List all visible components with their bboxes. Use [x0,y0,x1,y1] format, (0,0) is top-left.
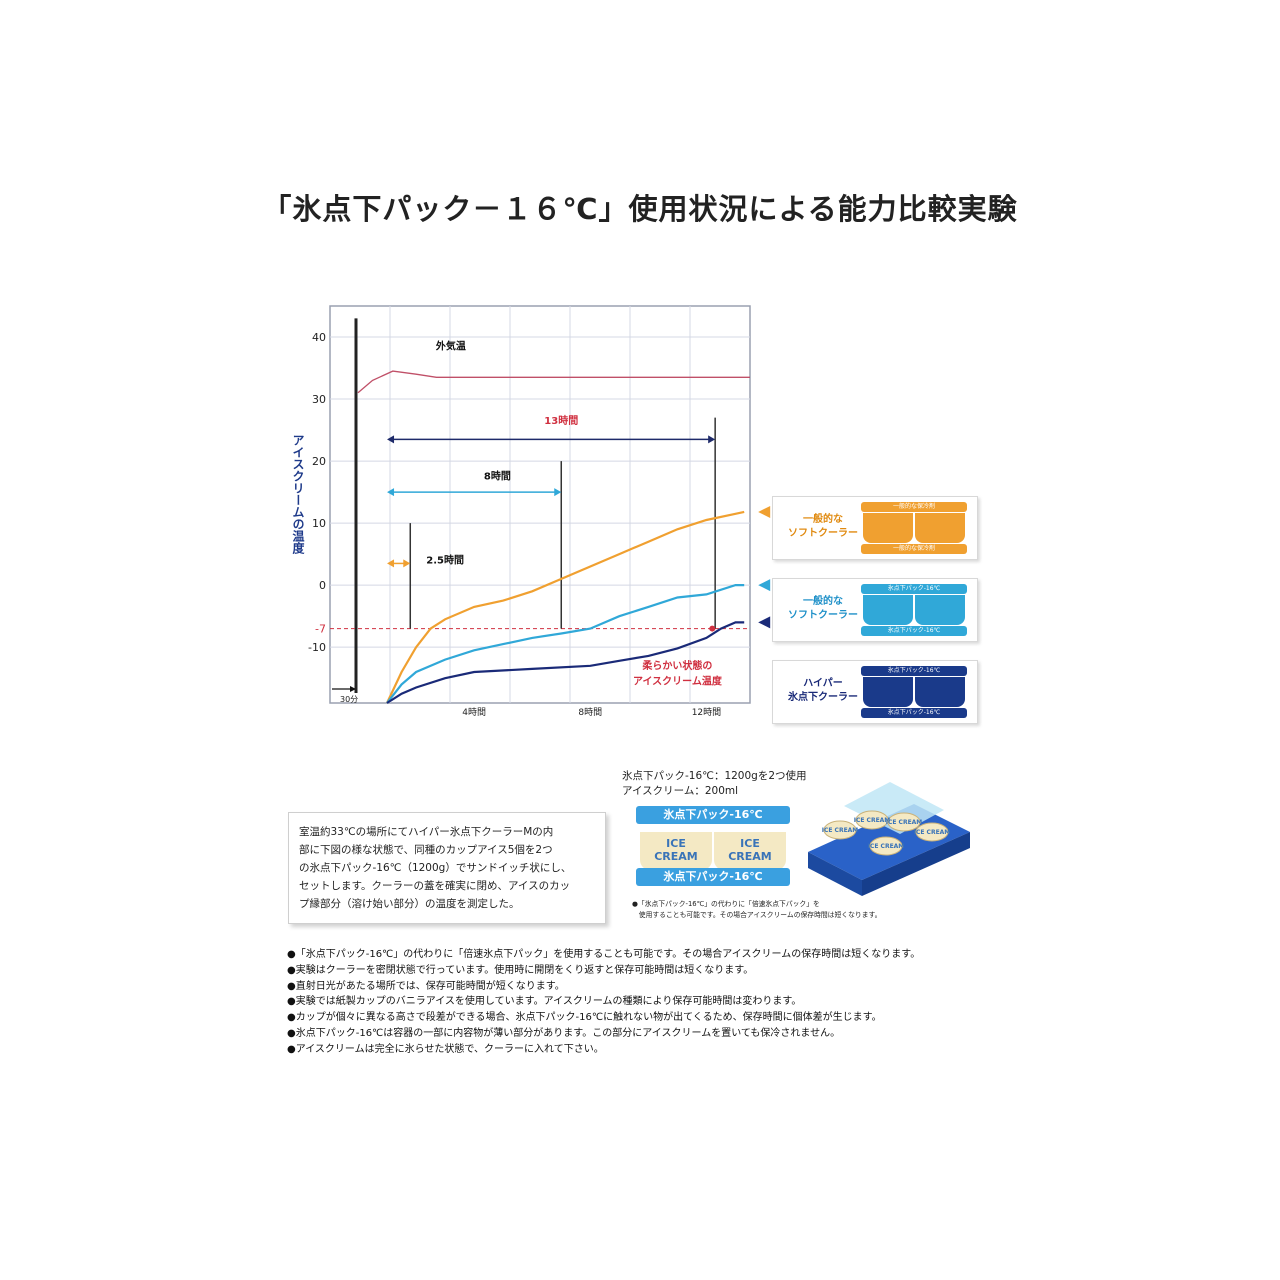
series-line [386,621,745,704]
chart-annotation: アイスクリーム温度 [633,674,723,687]
chart-annotation: 2.5時間 [426,553,464,566]
cup-text: CREAM [728,850,772,863]
cup-label: ICE CREAM [854,817,891,824]
legend-label-line: 氷点下クーラー [788,692,858,703]
legend-item-navy: ハイパー 氷点下クーラー 氷点下パック-16℃ 氷点下パック-16℃ [772,660,978,724]
notes-list: ●「氷点下パック-16℃」の代わりに「倍速氷点下パック」を使用することも可能です… [287,947,1007,1058]
cup-icon [863,595,913,625]
y-axis-label: アイスクリームの温度 [291,434,305,555]
side-note: ●「氷点下パック-16℃」の代わりに「倍速氷点下パック」を 使用することも可能で… [632,899,972,921]
legend-label-line: 一般的な [803,514,843,525]
legend-pack: 氷点下パック-16℃ [861,584,967,594]
page-title: 「氷点下パック－１６℃」使用状況による能力比較実験 [262,192,1018,226]
experiment-description: 室温約33℃の場所にてハイパー氷点下クーラーMの内 部に下図の様な状態で、同種の… [288,812,606,924]
cup-label: ICE CREAM [868,843,905,850]
note-item: ●カップが個々に異なる高さで段差ができる場合、氷点下パック-16℃に触れない物が… [287,1012,882,1024]
condition-pack: 氷点下パック-16℃：1200gを2つ使用 [622,770,807,782]
note-item: ●アイスクリームは完全に氷らせた状態で、クーラーに入れて下さい。 [287,1043,604,1055]
experiment-line: 室温約33℃の場所にてハイパー氷点下クーラーMの内 [299,826,554,838]
temperature-chart: 40 30 20 10 0 -7 -10 アイスクリームの温度 4時間 8時間 12時間 30分 13時… [291,305,771,718]
series-label: 外気温 [435,339,466,352]
y-tick-label: -10 [308,641,326,654]
pack-bar-bottom: 氷点下パック-16℃ [636,868,790,886]
pack-bar-top: 氷点下パック-16℃ [636,806,790,824]
legend-label-line: ソフトクーラー [788,528,858,539]
experiment-line: 部に下図の様な状態で、同種のカップアイス5個を2つ [299,844,553,856]
experiment-line: セットします。クーラーの蓋を確実に閉め、アイスのカッ [299,880,571,892]
cup-text: CREAM [654,850,698,863]
arrow-head [387,559,395,568]
note-item: ●「氷点下パック-16℃」の代わりに「倍速氷点下パック」を使用することも可能です… [287,949,921,960]
note-item: ●直射日光があたる場所では、保存可能時間が短くなります。 [287,980,565,992]
x-tick-label: 12時間 [692,707,721,718]
chart-annotation: 柔らかい状態の [641,659,712,672]
cup-icon [915,513,965,543]
arrow-head [387,488,395,497]
side-note-line: ●「氷点下パック-16℃」の代わりに「倍速氷点下パック」を [632,900,820,908]
note-item: ●実験はクーラーを密閉状態で行っています。使用時に開閉をくり返すと保存可能時間は… [287,964,754,976]
legend-pointer [758,505,771,518]
legend-pack: 氷点下パック-16℃ [861,626,967,636]
cooler-diagram-icon: 氷点下パック-16℃ 氷点下パック-16℃ [861,666,967,718]
ice-cream-cup: ICE CREAM [714,832,786,870]
cup-icon [863,677,913,707]
x-tick-label: 8時間 [578,707,602,718]
cup-label: ICE CREAM [886,819,923,826]
legend-pointer [758,616,771,629]
start-arrow-head [350,686,356,692]
ice-cream-cup: ICE CREAM [640,832,712,870]
cup-text: ICE [740,837,760,850]
series-line [386,510,745,704]
series-line [357,370,750,394]
legend-pack: 一般的な保冷剤 [861,502,967,512]
chart-annotation: 8時間 [484,470,511,483]
legend-label-line: 一般的な [803,596,843,607]
legend-pack: 氷点下パック-16℃ [861,666,967,676]
note-item: ●氷点下パック-16℃は容器の一部に内容物が薄い部分があります。この部分にアイス… [287,1027,841,1039]
arrow-head [554,488,562,497]
chart-annotation: 13時間 [544,414,578,427]
soft-point [709,625,716,632]
cup-icon [915,595,965,625]
cup-icon [915,677,965,707]
side-note-line: 使用することも可能です。その場合アイスクリームの保存時間は短くなります。 [632,911,882,919]
arrow-head [403,559,411,568]
y-tick-label: 20 [312,455,326,468]
experiment-line: の氷点下パック-16℃（1200g）でサンドイッチ状にし、 [299,862,572,874]
series-line [386,584,745,704]
cup-label: ICE CREAM [822,827,859,834]
plot-area [329,305,751,704]
y-tick-label: 40 [312,331,326,344]
experiment-line: プ縁部分（溶け始い部分）の温度を測定した。 [299,898,520,910]
legend-pointer [758,579,771,592]
start-label: 30分 [340,695,358,704]
y-tick-label: -7 [315,623,326,636]
arrow-head [387,435,395,444]
legend-item-orange: 一般的な ソフトクーラー 一般的な保冷剤 一般的な保冷剤 [772,496,978,560]
cup-label: ICE CREAM [914,829,951,836]
cup-text: ICE [666,837,686,850]
note-item: ●実験では紙製カップのバニラアイスを使用しています。アイスクリームの種類により保… [287,996,802,1008]
arrow-head [708,435,716,444]
y-tick-label: 30 [312,393,326,406]
condition-icecream: アイスクリーム：200ml [622,785,739,797]
legend-pack: 一般的な保冷剤 [861,544,967,554]
legend-pack: 氷点下パック-16℃ [861,708,967,718]
legend-label-line: ソフトクーラー [788,610,858,621]
x-tick-label: 4時間 [462,707,486,718]
y-tick-label: 10 [312,517,326,530]
y-tick-label: 0 [319,579,326,592]
cooler-diagram-icon: 氷点下パック-16℃ 氷点下パック-16℃ [861,584,967,636]
cup-icon [863,513,913,543]
cooler-illustration: ICE CREAM ICE CREAM ICE CREAM ICE CREAM … [808,782,970,896]
legend-item-lightblue: 一般的な ソフトクーラー 氷点下パック-16℃ 氷点下パック-16℃ [772,578,978,642]
cooler-diagram-icon: 一般的な保冷剤 一般的な保冷剤 [861,502,967,554]
legend-label-line: ハイパー [803,678,843,689]
